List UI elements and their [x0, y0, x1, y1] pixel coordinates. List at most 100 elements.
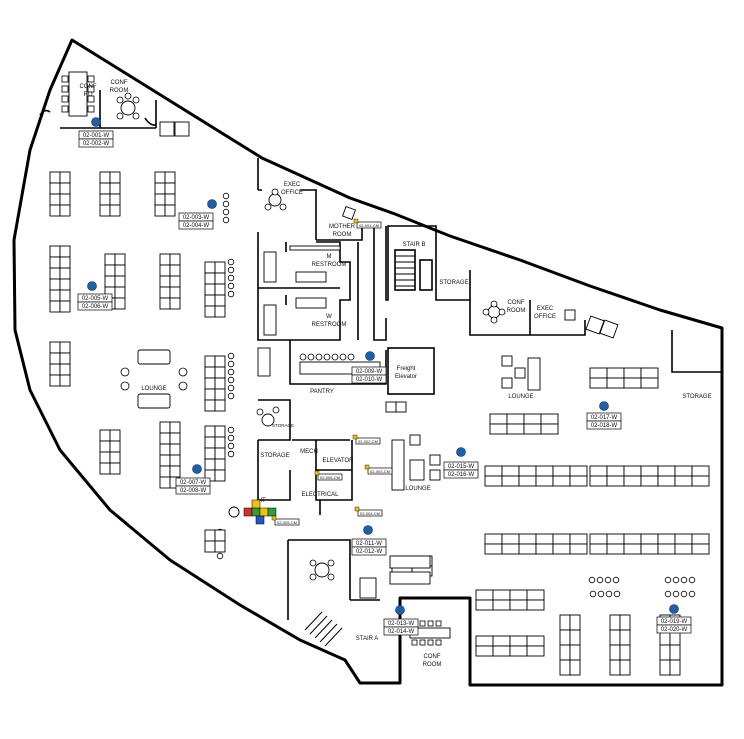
access-point-l009[interactable]: 02-009-W 02-010-W — [351, 351, 387, 384]
camera-icon — [364, 464, 370, 470]
camera-icon — [354, 506, 360, 512]
tag-label: 02-009-W — [356, 369, 383, 375]
tag-label: 02-014-W — [388, 629, 415, 635]
camera-c003[interactable]: 02-003-CM — [364, 464, 393, 475]
tag-label: 02-010-W — [356, 377, 383, 383]
lounge-right-label: LOUNGE — [508, 394, 533, 400]
camera-label: 02-004-CM — [360, 511, 380, 516]
stair-b — [394, 249, 433, 291]
access-point-marker — [599, 401, 609, 411]
tag-label: 02-011-W — [356, 541, 382, 547]
access-point-l007[interactable]: 02-007-W02-008-W — [175, 464, 211, 495]
tag-label: 02-005-W — [82, 296, 109, 302]
camera-tag — [356, 221, 382, 229]
restroom-fixtures — [263, 245, 341, 336]
access-point-l011[interactable]: 02-011-W 02-012-W — [351, 525, 387, 556]
camera-icon — [271, 515, 277, 521]
access-point-l013[interactable]: 02-013-W02-014-W — [383, 605, 419, 636]
pantry-label: PANTRY — [310, 389, 334, 395]
tag-box — [443, 469, 479, 479]
access-point-marker — [363, 525, 373, 535]
camera-label: 02-006-CM — [320, 475, 340, 480]
tag-label: 02-012-W — [356, 549, 383, 555]
access-point-l019[interactable]: 02-019-W 02-020-W — [656, 604, 692, 634]
mother-chair — [342, 206, 356, 220]
camera-tag — [355, 437, 381, 445]
storage-mid-label: STORAGE — [260, 453, 289, 459]
tag-label: 02-007-W — [180, 480, 207, 486]
desk-clusters-left — [49, 171, 235, 560]
service-core — [256, 399, 353, 515]
tag-label: 02-002-W — [83, 141, 110, 147]
camera-c002[interactable]: 02-002-CM — [352, 434, 381, 445]
conf-room-top-area — [39, 71, 190, 137]
camera-label: 02-003-CM — [370, 469, 390, 474]
camera-c001[interactable]: 02-001-CM — [353, 218, 382, 229]
lounge-mid-label: LOUNGE — [405, 486, 430, 492]
stair-a-label: STAIR A — [356, 636, 379, 642]
storage-b-label: STORAGE — [439, 280, 468, 286]
access-point-l017[interactable]: 02-017-W02-018-W — [586, 401, 622, 430]
tag-label: 02-019-W — [661, 619, 688, 625]
camera-c006[interactable]: 02-006-CM — [314, 470, 343, 481]
camera-label: 02-005-CM — [277, 520, 297, 525]
tag-label: 02-017-W — [591, 415, 618, 421]
access-point-l003[interactable]: 02-003-W02-004-W — [178, 199, 217, 230]
access-point-marker — [91, 117, 101, 127]
storage-right-label: STORAGE — [682, 394, 711, 400]
camera-tag — [274, 518, 300, 526]
access-point-marker — [207, 199, 217, 209]
elevator-label: ELEVATOR — [322, 458, 354, 464]
access-point-marker — [669, 604, 679, 614]
it-label: IT — [260, 498, 266, 504]
lounge-left-label: LOUNGE — [141, 386, 166, 392]
access-point-marker — [395, 605, 405, 615]
camera-c004[interactable]: 02-004-CM — [354, 506, 383, 517]
access-points: 02-001-W02-002-W 02-003-W02-004-W 02-005-W… — [77, 117, 692, 636]
access-point-l015[interactable]: 02-015-W02-016-W — [443, 447, 479, 479]
camera-label: 02-002-CM — [358, 439, 378, 444]
storage-right-walls — [671, 330, 722, 373]
exec-office-a — [264, 188, 287, 211]
it-equipment — [228, 499, 277, 525]
camera-icon — [353, 218, 359, 224]
access-point-marker — [365, 351, 375, 361]
exterior-wall — [12, 38, 724, 687]
tag-label: 02-006-W — [82, 304, 109, 310]
tag-box — [175, 485, 211, 495]
tag-label: 02-003-W — [183, 215, 210, 221]
freight-elevator — [385, 347, 435, 413]
storage-small-label: STORAGE — [272, 423, 294, 428]
access-point-l001[interactable]: 02-001-W02-002-W — [78, 117, 114, 148]
tag-box — [656, 624, 692, 634]
access-point-l005[interactable]: 02-005-W 02-006-W — [77, 281, 113, 311]
tag-box — [351, 374, 387, 384]
mech-label: MECH — [300, 449, 318, 455]
lounge-right — [501, 355, 541, 391]
conf-exec-right — [469, 270, 619, 339]
stair-b-label: STAIR B — [403, 242, 426, 248]
camera-c005[interactable]: 02-005-CM — [271, 515, 300, 526]
access-point-marker — [192, 464, 202, 474]
tag-box — [78, 138, 114, 148]
camera-tag — [357, 509, 383, 517]
access-point-marker — [87, 281, 97, 291]
camera-tag — [367, 467, 393, 475]
tag-box — [586, 420, 622, 430]
lounge-left — [120, 349, 188, 409]
tag-label: 02-015-W — [448, 464, 475, 470]
access-point-marker — [456, 447, 466, 457]
tag-box — [77, 301, 113, 311]
camera-icon — [352, 434, 358, 440]
camera-tag — [317, 473, 343, 481]
tag-label: 02-020-W — [661, 627, 688, 633]
